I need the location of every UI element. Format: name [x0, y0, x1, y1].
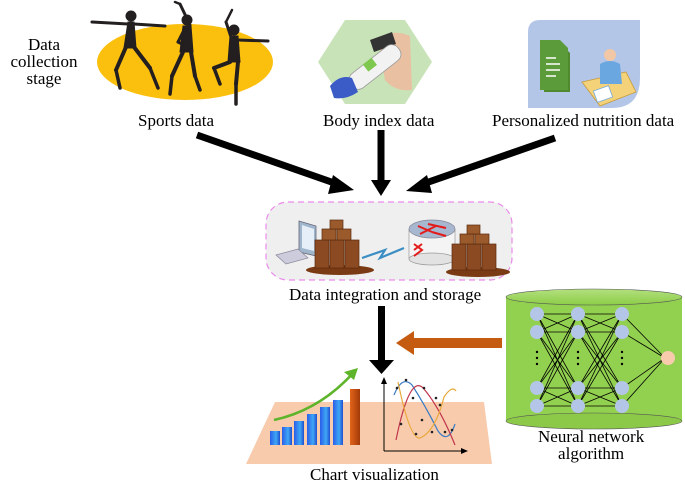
neural-network-label-line2: algorithm	[558, 444, 625, 463]
neural-network-label: Neural network algorithm	[538, 428, 644, 462]
chart-visualization-icon	[246, 368, 492, 464]
neural-network-cylinder	[505, 288, 683, 430]
documents-user-icon	[528, 20, 640, 108]
router-server-icon	[408, 219, 510, 277]
personalized-nutrition-data-label: Personalized nutrition data	[492, 111, 675, 130]
body-index-data-label: Body index data	[323, 111, 435, 130]
neural-network-label-line1: Neural network	[538, 427, 645, 446]
stage-label-line1: Data	[27, 35, 61, 54]
data-integration-storage-label: Data integration and storage	[289, 285, 482, 304]
down-arrow	[369, 306, 394, 374]
input-arrows	[195, 130, 557, 196]
chart-visualization-label: Chart visualization	[310, 465, 439, 484]
storage-box	[265, 201, 513, 281]
nn-arrow	[396, 331, 502, 355]
stage-label-line3: stage	[26, 69, 62, 88]
computer-server-icon	[275, 219, 374, 275]
stage-label-line2: collection	[10, 52, 78, 71]
stage-label: Data collection stage	[2, 36, 86, 87]
sports-data-label: Sports data	[138, 111, 215, 130]
thermometer-icon	[318, 20, 432, 104]
dancers-icon	[90, 0, 273, 106]
